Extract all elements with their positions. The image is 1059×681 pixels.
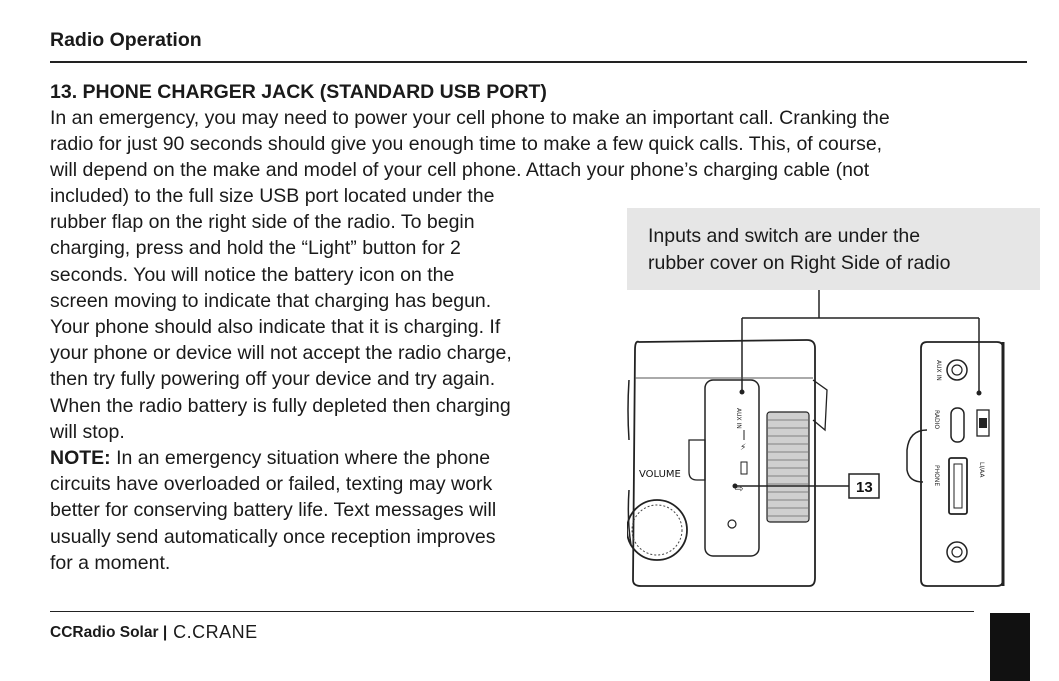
svg-text:⚡: ⚡	[740, 443, 746, 453]
body-line: your phone or device will not accept the…	[50, 342, 512, 365]
body-line: rubber flap on the right side of the rad…	[50, 211, 475, 234]
radio-port-label: RADIO	[933, 410, 940, 429]
note-line: NOTE: In an emergency situation where th…	[50, 445, 595, 471]
volume-label: VOLUME	[639, 469, 681, 480]
body-line: screen moving to indicate that charging …	[50, 289, 492, 312]
callout-box: Inputs and switch are under the rubber c…	[627, 208, 1040, 290]
body-line-2: radio for just 90 seconds should give yo…	[50, 133, 883, 155]
section-title: 13. PHONE CHARGER JACK (STANDARD USB POR…	[50, 81, 547, 103]
note-line: circuits have overloaded or failed, text…	[50, 473, 493, 496]
body-line: When the radio battery is fully depleted…	[50, 394, 511, 417]
body-line: Your phone should also indicate that it …	[50, 316, 501, 339]
note-line: better for conserving battery life. Text…	[50, 499, 497, 522]
note-label: NOTE:	[50, 447, 111, 470]
body-line: then try fully powering off your device …	[50, 368, 496, 391]
callout-line-1: Inputs and switch are under the	[648, 225, 921, 247]
body-line: will stop.	[50, 420, 125, 443]
body-line: charging, press and hold the “Light” but…	[50, 237, 461, 260]
switch-label: LI/AA	[978, 462, 985, 478]
footer-product: CCRadio Solar |	[50, 623, 168, 641]
phone-port-label: PHONE	[933, 465, 940, 486]
svg-text:AUX IN: AUX IN	[735, 408, 742, 429]
aux-in-label: AUX IN	[935, 360, 942, 381]
footer-divider	[50, 611, 974, 612]
note-line: usually send automatically once receptio…	[50, 525, 496, 548]
callout-13-box	[848, 473, 880, 499]
body-line-1: In an emergency, you may need to power y…	[50, 107, 890, 129]
callout-line-2: rubber cover on Right Side of radio	[648, 252, 951, 274]
callout-13-label: 13	[856, 479, 873, 496]
narrow-paragraph: included) to the full size USB port loca…	[50, 183, 595, 576]
page-edge-tab	[990, 613, 1030, 681]
header-divider	[50, 61, 1027, 63]
page-header-title: Radio Operation	[50, 29, 202, 51]
body-line: seconds. You will notice the battery ico…	[50, 263, 455, 286]
radio-side-illustration: AUX IN ⚡ ⇨ VOLUME 13 AUX IN RADIO PHONE …	[627, 290, 1005, 587]
note-line: for a moment.	[50, 551, 171, 574]
body-line: included) to the full size USB port loca…	[50, 185, 495, 207]
body-line-3: will depend on the make and model of you…	[50, 159, 870, 181]
svg-text:⇨: ⇨	[735, 484, 743, 495]
footer: CCRadio Solar | C.CRANE	[50, 622, 258, 643]
brand-logo: C.CRANE	[173, 622, 258, 642]
note-text: In an emergency situation where the phon…	[110, 447, 491, 470]
